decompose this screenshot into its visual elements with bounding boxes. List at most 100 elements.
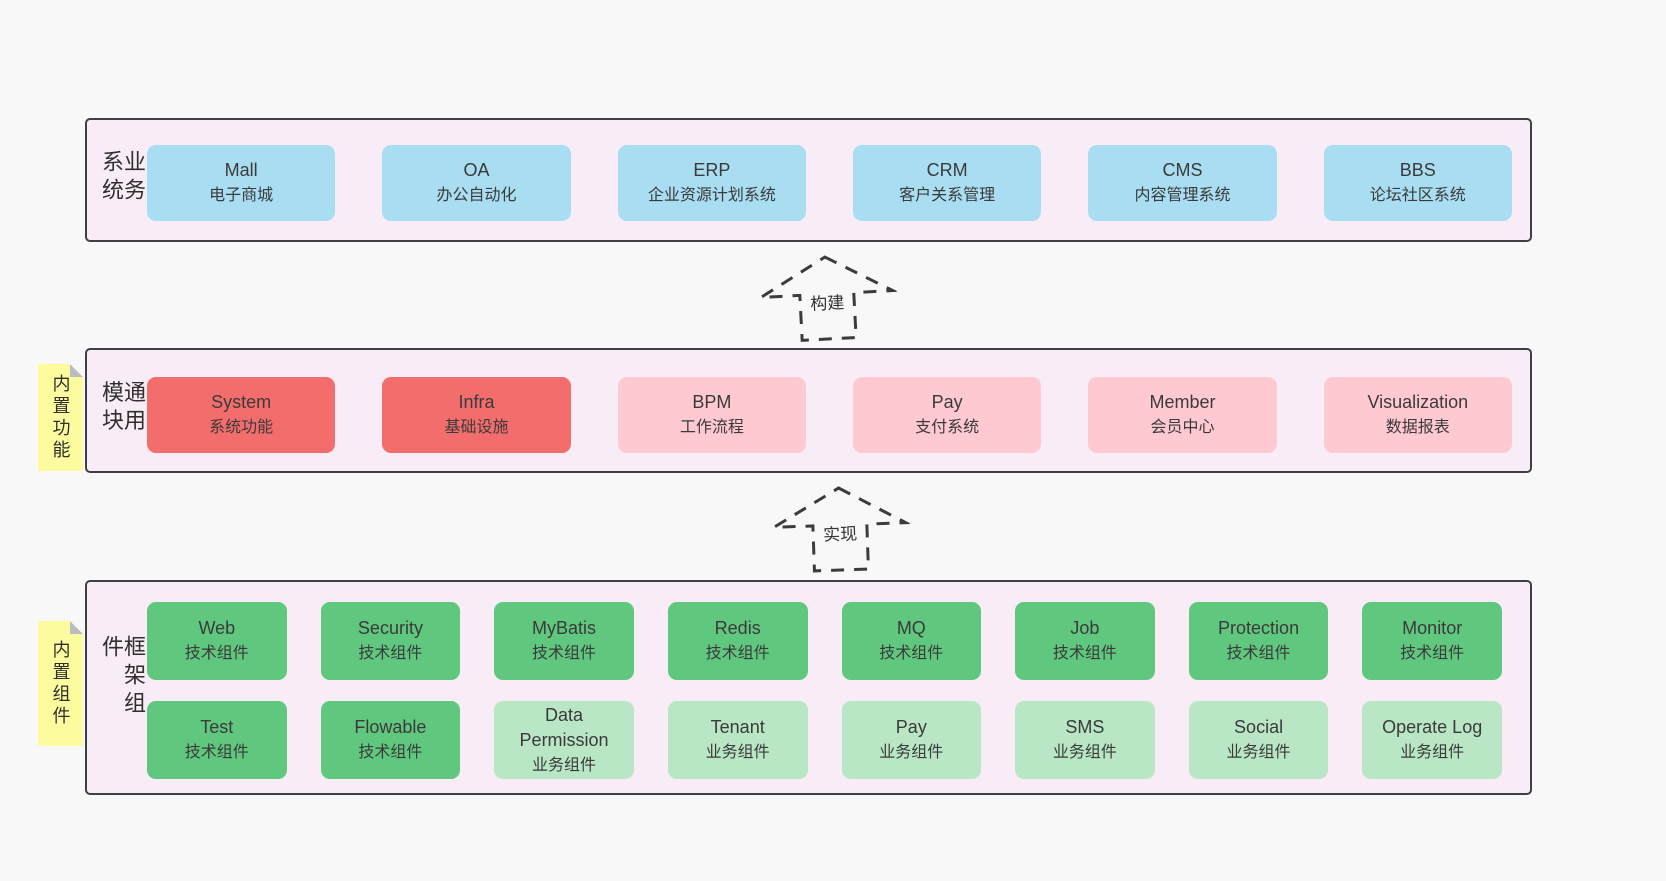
note-builtin-components: 内置组件 [38,621,83,746]
box-title: MQ [896,618,926,638]
box-title: Redis [714,618,761,638]
up-arrow-icon [755,255,899,342]
box-title: Pay [931,392,963,412]
box-erp: ERP 企业资源计划系统 [617,145,806,221]
box-subtitle: 技术组件 [532,645,597,662]
box-pay-module: Pay 支付系统 [852,377,1042,453]
box-title: Mall [224,160,258,180]
components-box-row-1: Web 技术组件 Security 技术组件 MyBatis 技术组件 Redi… [147,602,1502,680]
box-title: System [211,392,272,412]
box-title: Data Permission [519,704,609,750]
box-test: Test 技术组件 [147,701,287,779]
box-bpm: BPM 工作流程 [617,377,806,453]
business-box-row: Mall 电子商城 OA 办公自动化 ERP 企业资源计划系统 CRM 客户关系… [147,145,1512,221]
box-mq: MQ 技术组件 [841,602,982,680]
box-title: Tenant [710,717,765,737]
box-title: SMS [1065,717,1105,737]
box-title: BBS [1399,160,1436,180]
box-flowable: Flowable 技术组件 [320,701,461,779]
panel-framework-components: 框架组件 Web 技术组件 Security 技术组件 MyBatis 技术组件… [85,580,1532,795]
box-web: Web 技术组件 [147,602,287,680]
box-title: Monitor [1402,618,1463,638]
box-subtitle: 基础设施 [444,419,509,436]
panel-label-common-modules: 通用模块 [99,380,146,437]
box-subtitle: 电子商城 [209,187,274,204]
box-visualization: Visualization 数据报表 [1323,377,1512,453]
box-title: Visualization [1367,392,1469,412]
box-subtitle: 技术组件 [1052,645,1117,662]
box-subtitle: 业务组件 [879,744,944,761]
box-title: Test [200,717,234,737]
box-protection: Protection 技术组件 [1188,602,1329,680]
box-cms: CMS 内容管理系统 [1088,145,1277,221]
box-subtitle: 工作流程 [679,419,744,436]
modules-box-row: System 系统功能 Infra 基础设施 BPM 工作流程 Pay 支付系统… [147,377,1512,453]
box-subtitle: 技术组件 [1400,645,1465,662]
panel-common-modules: 通用模块 System 系统功能 Infra 基础设施 BPM 工作流程 Pay… [85,348,1532,473]
box-subtitle: 技术组件 [358,645,423,662]
box-subtitle: 支付系统 [915,419,980,436]
note-builtin-features-label: 内置功能 [50,373,71,462]
up-arrow-icon [768,486,912,573]
box-member: Member 会员中心 [1088,377,1277,453]
box-sms: SMS 业务组件 [1015,701,1155,779]
box-title: CMS [1162,160,1203,180]
box-oa: OA 办公自动化 [382,145,571,221]
box-subtitle: 技术组件 [358,744,423,761]
note-builtin-features: 内置功能 [38,364,83,471]
box-bbs: BBS 论坛社区系统 [1323,145,1512,221]
box-mall: Mall 电子商城 [147,145,336,221]
box-subtitle: 业务组件 [532,756,597,774]
box-operate-log: Operate Log 业务组件 [1362,701,1502,779]
box-title: Infra [458,392,495,412]
box-subtitle: 业务组件 [705,744,770,761]
box-redis: Redis 技术组件 [667,602,808,680]
box-title: Pay [895,717,927,737]
box-title: BPM [692,392,732,412]
box-subtitle: 技术组件 [184,744,249,761]
box-subtitle: 论坛社区系统 [1369,187,1466,204]
box-subtitle: 技术组件 [184,645,249,662]
box-mybatis: MyBatis 技术组件 [494,602,634,680]
box-tenant: Tenant 业务组件 [667,701,808,779]
box-subtitle: 技术组件 [1226,645,1291,662]
note-builtin-components-label: 内置组件 [50,639,71,728]
box-title: Operate Log [1382,717,1483,737]
panel-label-framework-components: 框架组件 [99,634,146,719]
box-subtitle: 业务组件 [1400,744,1465,761]
box-subtitle: 会员中心 [1150,419,1215,436]
box-security: Security 技术组件 [320,602,461,680]
arrow-implement: 实现 [768,483,912,576]
box-title: Security [357,618,423,638]
box-title: Job [1070,618,1100,638]
box-subtitle: 内容管理系统 [1134,187,1231,204]
box-title: CRM [926,160,968,180]
box-title: OA [463,160,490,180]
box-title: Web [198,618,236,638]
box-subtitle: 系统功能 [209,419,274,436]
box-title: Member [1149,392,1216,412]
box-title: MyBatis [532,618,597,638]
box-infra: Infra 基础设施 [382,377,571,453]
box-title: ERP [693,160,731,180]
box-job: Job 技术组件 [1015,602,1155,680]
components-box-row-2: Test 技术组件 Flowable 技术组件 Data Permission … [147,701,1502,779]
box-system: System 系统功能 [147,377,336,453]
box-subtitle: 办公自动化 [436,187,517,204]
box-social: Social 业务组件 [1188,701,1329,779]
arrow-build-label: 构建 [806,286,848,317]
panel-label-business-systems: 业务系统 [99,150,146,206]
box-subtitle: 数据报表 [1385,419,1450,436]
box-subtitle: 企业资源计划系统 [647,187,776,204]
box-title: Social [1234,717,1284,737]
arrow-implement-label: 实现 [819,518,861,547]
box-subtitle: 业务组件 [1226,744,1291,761]
box-subtitle: 业务组件 [1052,744,1117,761]
panel-business-systems: 业务系统 Mall 电子商城 OA 办公自动化 ERP 企业资源计划系统 CRM… [85,118,1532,242]
box-data-permission: Data Permission 业务组件 [494,701,634,779]
box-subtitle: 技术组件 [705,645,770,662]
box-title: Protection [1218,618,1300,638]
box-subtitle: 技术组件 [879,645,944,662]
arrow-build: 构建 [755,250,899,345]
